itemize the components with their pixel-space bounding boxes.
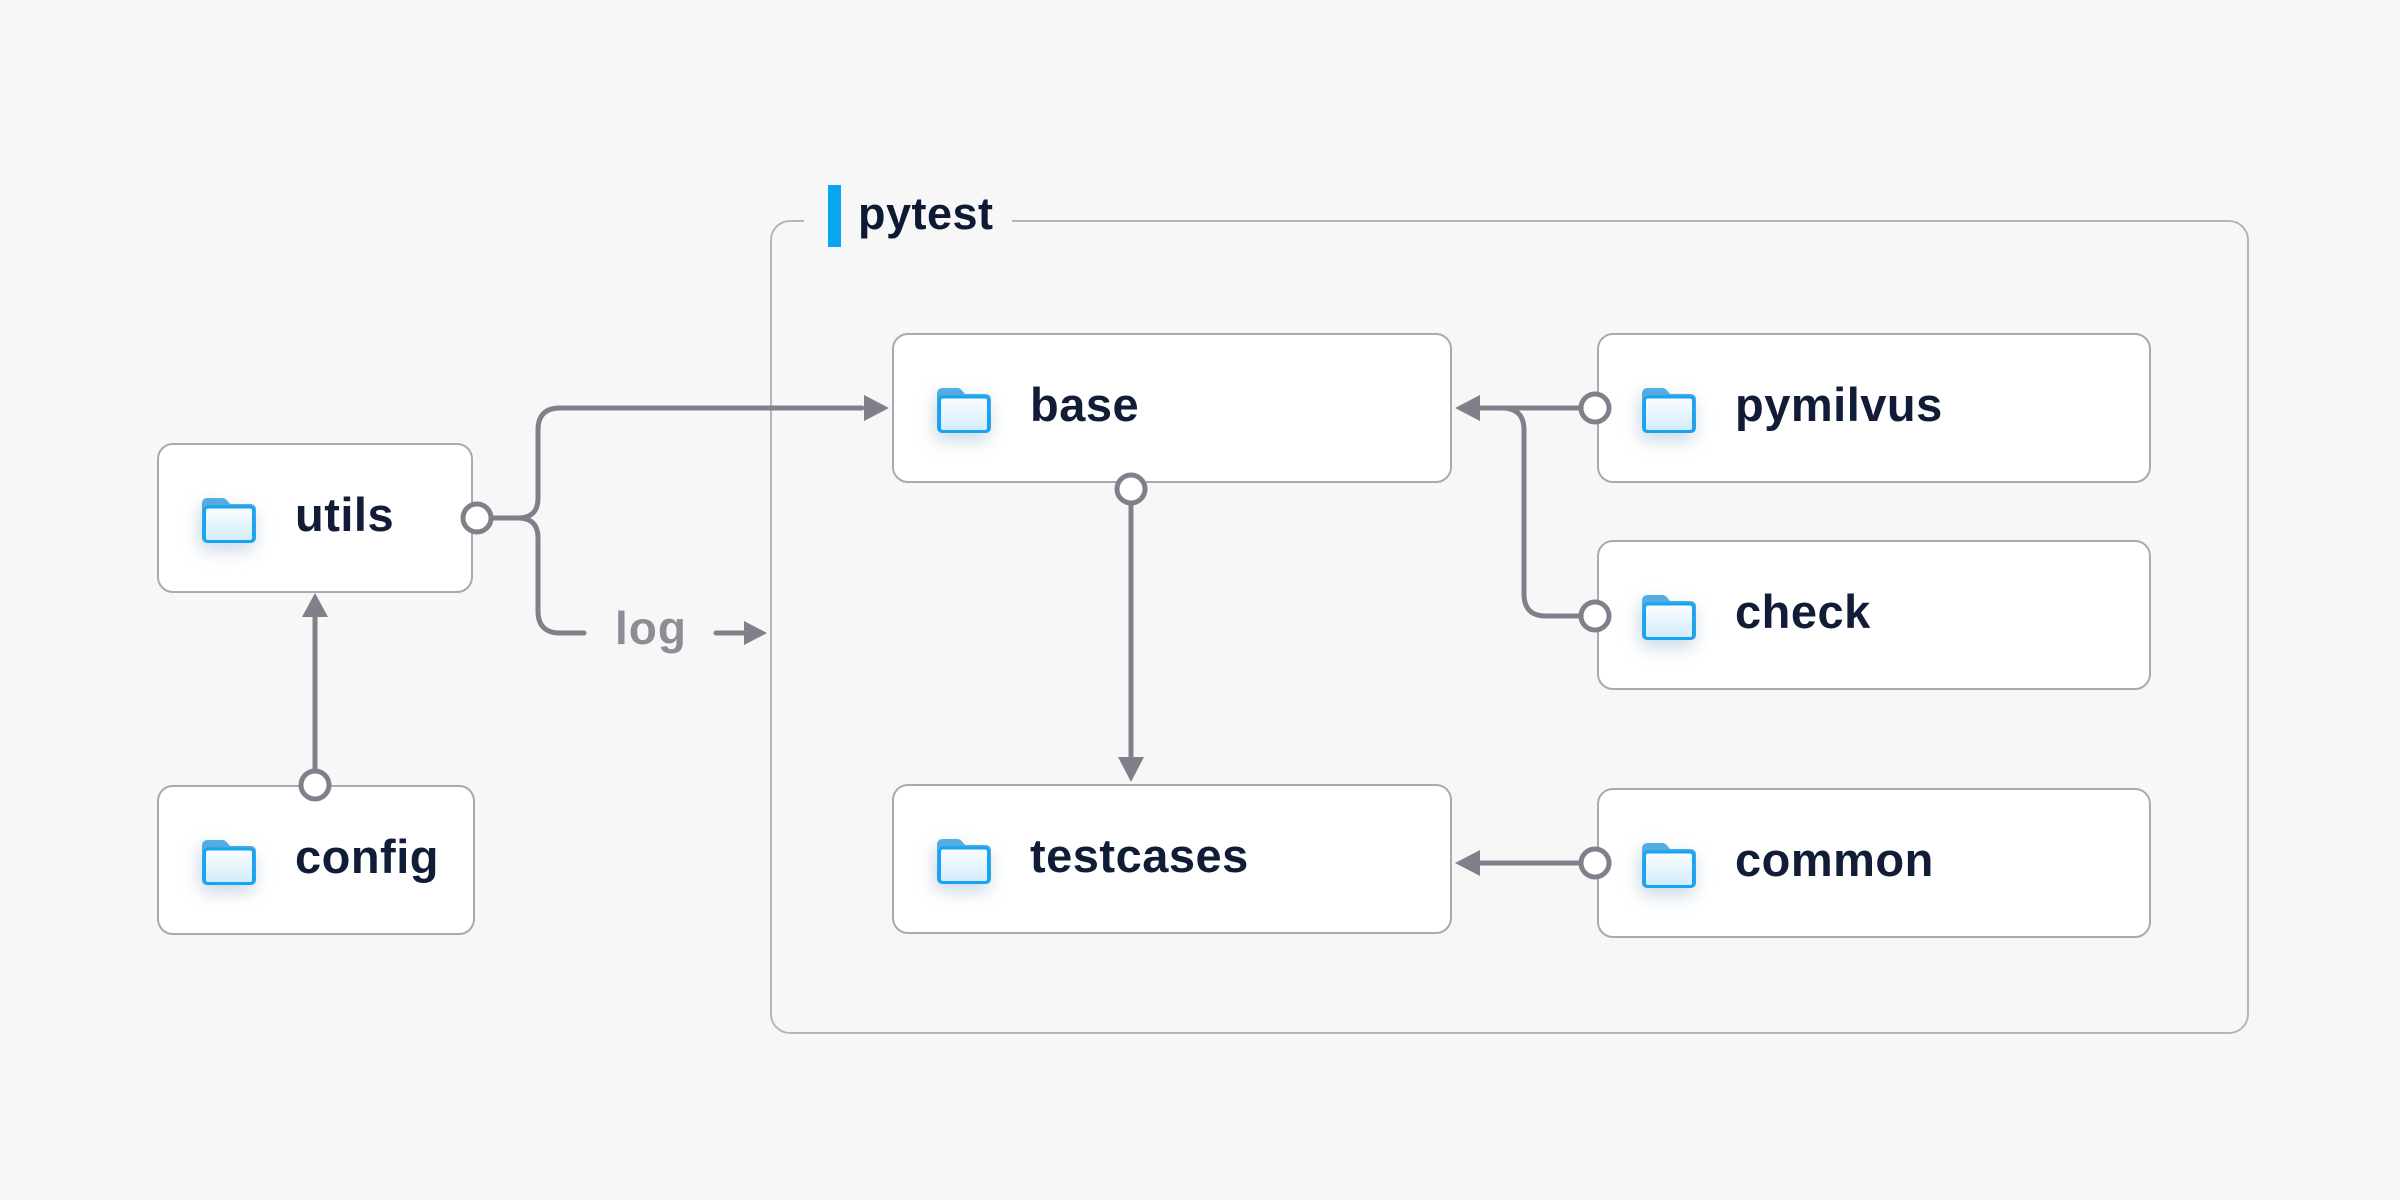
folder-icon — [937, 839, 991, 884]
edge-config-utils — [298, 593, 332, 802]
node-testcases-label: testcases — [1030, 828, 1249, 882]
node-utils-label: utils — [295, 487, 395, 541]
pytest-group-container — [770, 220, 2249, 1034]
node-testcases[interactable]: testcases — [892, 784, 1452, 934]
node-common-label: common — [1735, 832, 1934, 886]
edge-label-log: log — [615, 602, 687, 654]
folder-icon — [1642, 843, 1696, 888]
pytest-group-title: pytest — [858, 187, 994, 239]
node-config[interactable]: config — [157, 785, 475, 935]
node-config-label: config — [295, 829, 439, 883]
node-utils[interactable]: utils — [157, 443, 473, 593]
node-pymilvus[interactable]: pymilvus — [1597, 333, 2151, 483]
node-pymilvus-label: pymilvus — [1735, 377, 1943, 431]
folder-icon — [202, 840, 256, 885]
accent-bar-icon — [828, 185, 841, 247]
node-base[interactable]: base — [892, 333, 1452, 483]
node-check[interactable]: check — [1597, 540, 2151, 690]
node-base-label: base — [1030, 377, 1140, 431]
pytest-group-label: pytest — [804, 183, 1012, 249]
node-common[interactable]: common — [1597, 788, 2151, 938]
folder-icon — [1642, 595, 1696, 640]
node-check-label: check — [1735, 584, 1871, 638]
folder-icon — [202, 498, 256, 543]
folder-icon — [1642, 388, 1696, 433]
folder-icon — [937, 388, 991, 433]
